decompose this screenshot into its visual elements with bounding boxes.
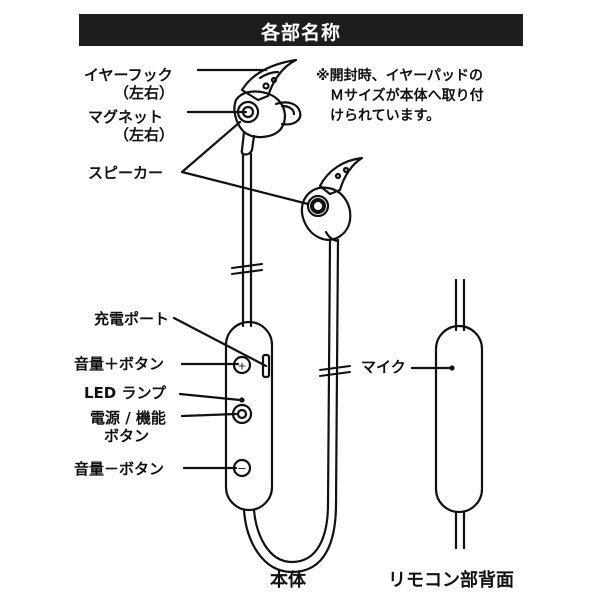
label-magnet: マグネット [88,108,164,126]
label-charging-port: 充電ポート [94,310,170,328]
left-stem [240,130,256,152]
left-cable-break [231,263,263,275]
right-speaker [306,194,330,218]
leader-power [180,412,238,418]
note-text: ※開封時、イヤーパッドの Ｍサイズが本体へ取り付 けられています。 [316,66,484,126]
left-cable [241,152,253,328]
label-power-function-1: 電源 / 機能 [90,409,166,427]
label-volume-down: 音量－ボタン [74,460,165,478]
note-line-3: けられています。 [330,108,441,124]
right-hook-dot-2 [342,166,350,174]
label-microphone: マイク [361,358,406,376]
label-ear-hook: イヤーフック [84,66,173,84]
remote-back [434,324,484,514]
leader-speaker-right [180,170,310,206]
right-hook-dot [334,172,342,180]
right-earbud-body [300,186,352,241]
remote-main [224,320,274,512]
label-magnet-side: （左右） [113,126,174,144]
volume-down-symbol: − [237,462,246,475]
right-cable [326,238,340,506]
remote-back-cable-top [454,278,466,332]
volume-up-symbol: + [237,360,246,373]
leader-speaker-left [180,120,242,174]
diagram-title: 各部名称 [260,22,341,44]
caption-main-body: 本体 [270,570,306,591]
leader-charging-port [172,316,268,368]
bottom-cable-loop [242,502,338,574]
left-ear-tip [274,101,302,126]
label-led-lamp: LED ランプ [84,384,167,402]
left-hook-dot [262,82,270,90]
remote-back-cable-bottom [454,510,466,550]
caption-remote-back: リモコン部背面 [388,570,514,591]
right-cable-break [319,365,351,377]
label-speaker: スピーカー [88,164,164,182]
note-line-1: ※開封時、イヤーパッドの [316,68,484,84]
charging-port [261,353,271,379]
leader-led [178,392,242,402]
left-hook-dot-2 [270,76,278,84]
label-ear-hook-side: （左右） [113,84,174,102]
note-line-2: Ｍサイズが本体へ取り付 [330,88,484,104]
title-bar: 各部名称 [79,14,523,46]
left-ear-hook [240,58,298,102]
label-power-function-2: ボタン [104,427,150,445]
label-volume-up: 音量＋ボタン [74,355,165,373]
right-ear-hook [318,156,364,196]
